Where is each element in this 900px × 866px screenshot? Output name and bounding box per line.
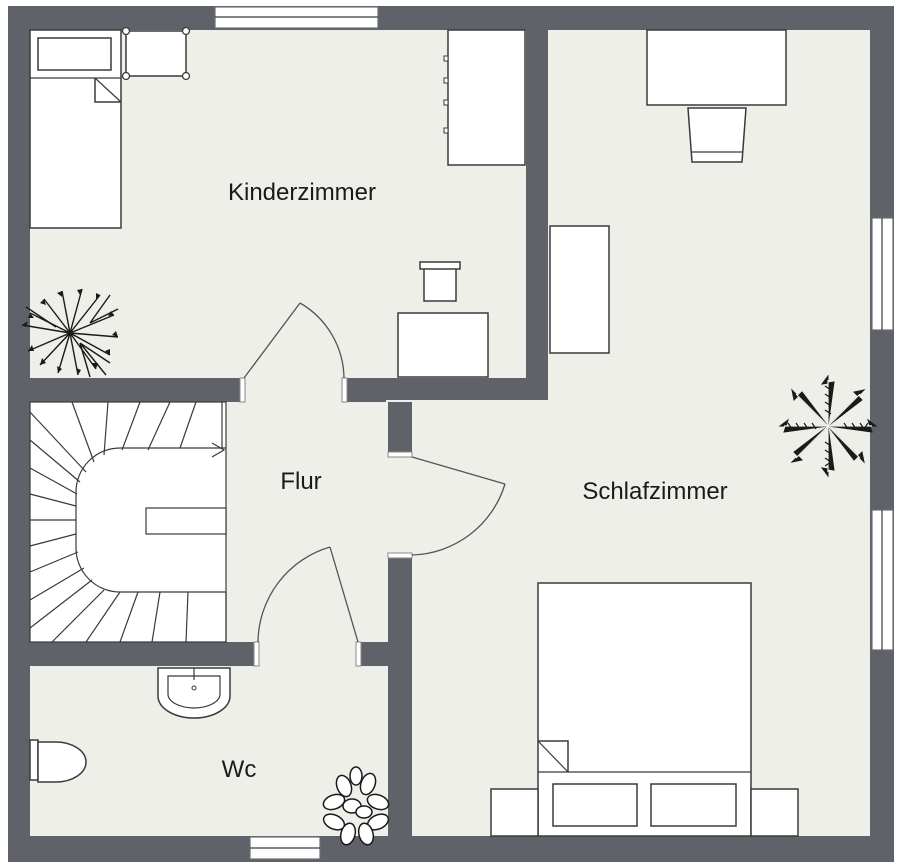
nightstand-left	[490, 788, 539, 837]
toilet	[29, 739, 87, 783]
double-bed	[537, 582, 752, 837]
door-opening-schlafzimmer	[386, 455, 414, 555]
dresser-schlaf	[549, 225, 610, 354]
nightstand-right	[750, 788, 799, 837]
label-schlafzimmer: Schlafzimmer	[582, 478, 727, 505]
desk-schlaf	[646, 29, 787, 163]
door-opening-kinderzimmer	[244, 376, 344, 404]
plant-kinder	[21, 288, 119, 378]
nightstand-kinder	[121, 26, 191, 81]
plant-schlaf	[778, 374, 878, 478]
door-kinderzimmer	[239, 302, 348, 403]
label-wc: Wc	[222, 756, 257, 783]
washbasin	[157, 667, 231, 719]
label-flur: Flur	[280, 468, 321, 495]
staircase	[29, 401, 227, 643]
desk-kinder	[397, 261, 489, 378]
door-opening-wc	[256, 640, 360, 668]
plant-wc	[322, 766, 390, 846]
door-wc	[253, 546, 362, 667]
wall-joint	[386, 400, 414, 402]
single-bed	[29, 29, 122, 229]
wardrobe-kinder	[443, 29, 526, 166]
door-schlafzimmer	[387, 451, 506, 559]
label-kinderzimmer: Kinderzimmer	[228, 179, 376, 206]
